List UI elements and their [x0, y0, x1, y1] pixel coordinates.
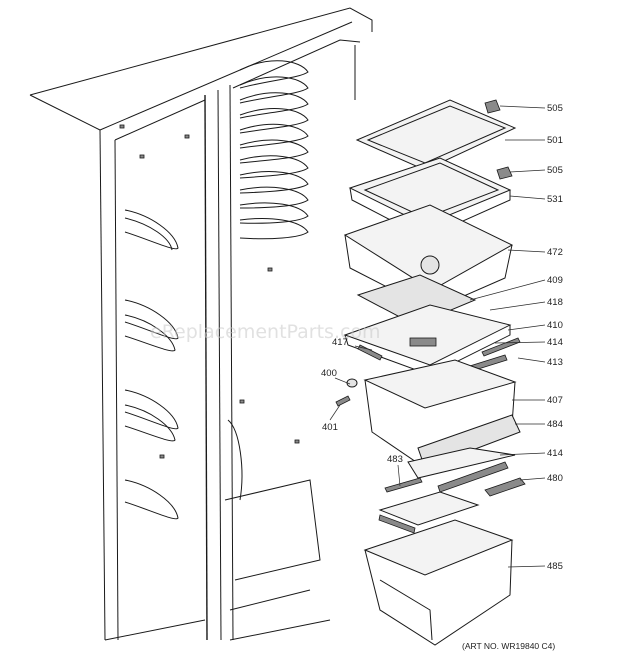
slide-483: [384, 477, 423, 493]
label-413: 413: [547, 357, 563, 368]
label-409: 409: [547, 275, 563, 286]
shelf-clip-505-top: [484, 99, 501, 114]
label-484: 484: [547, 419, 563, 430]
art-number: (ART NO. WR19840 C4): [462, 641, 555, 651]
label-417: 417: [332, 337, 348, 348]
label-401: 401: [322, 422, 338, 433]
label-414-upper: 414: [547, 337, 563, 348]
label-480: 480: [547, 473, 563, 484]
label-472: 472: [547, 247, 563, 258]
drawer-front-414-lower: [407, 447, 516, 493]
snack-pan-472: [343, 204, 514, 311]
label-485: 485: [547, 561, 563, 572]
label-418: 418: [547, 297, 563, 308]
label-483: 483: [387, 454, 403, 465]
label-505-top: 505: [547, 103, 563, 114]
slide-rail-417: [357, 344, 383, 361]
deli-drawer-485: [363, 519, 514, 646]
leader-lines: [329, 105, 546, 568]
part-labels: 505 501 505 531 472 409 418 410 417 414 …: [321, 103, 563, 572]
freezer-shelf-rails: [239, 60, 309, 240]
glass-shelf-frame: [355, 99, 517, 171]
label-414-lower: 414: [547, 448, 563, 459]
refrigerator-cabinet: [29, 7, 373, 641]
drawer-slide-frame: [378, 491, 480, 534]
label-400: 400: [321, 368, 337, 379]
slide-assembly-480: [484, 477, 526, 497]
label-505-lower: 505: [547, 165, 563, 176]
shelf-clip-505-lower: [496, 166, 513, 180]
label-501: 501: [547, 135, 563, 146]
label-407: 407: [547, 395, 563, 406]
glass-insert-409: [356, 274, 477, 326]
label-410: 410: [547, 320, 563, 331]
spacer-400-401: [335, 378, 358, 407]
watermark-text: eReplacementParts.com: [150, 321, 381, 343]
label-531: 531: [547, 194, 563, 205]
